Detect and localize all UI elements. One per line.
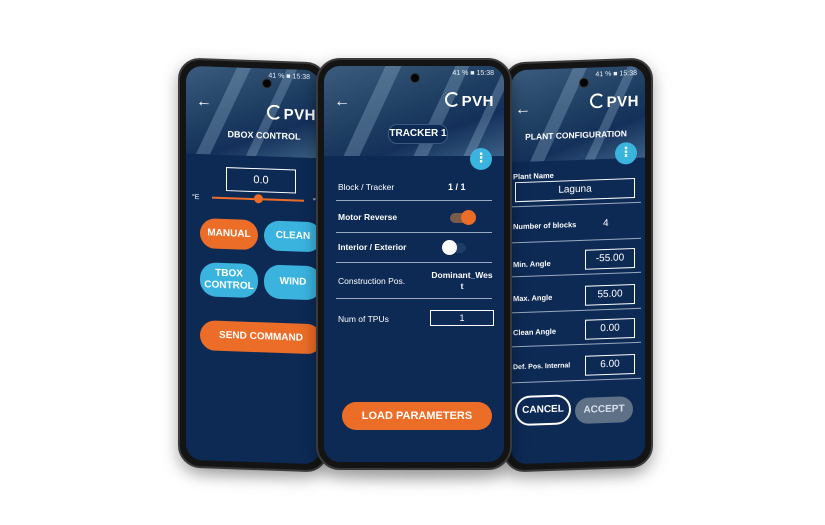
- angle-input[interactable]: 0.0: [226, 167, 296, 194]
- status-bar: 41 % ■ 15:38: [268, 72, 310, 81]
- back-arrow-icon[interactable]: ←: [334, 93, 350, 110]
- back-arrow-icon[interactable]: ←: [515, 100, 531, 119]
- toggle-knob: [442, 240, 457, 255]
- cancel-button[interactable]: CANCEL: [515, 394, 571, 427]
- wind-button[interactable]: WIND: [264, 264, 320, 301]
- accept-button[interactable]: ACCEPT: [575, 396, 633, 425]
- num-tpus-input[interactable]: 1: [430, 310, 494, 326]
- angle-slider-thumb[interactable]: [254, 194, 263, 204]
- kebab-menu-icon[interactable]: ⋮: [470, 148, 492, 170]
- left-phone: 41 % ■ 15:38 ← PVH DBOX CONTROL 0.0 °E °…: [178, 57, 328, 473]
- max-angle-label: Max. Angle: [513, 292, 553, 304]
- manual-button[interactable]: MANUAL: [200, 218, 258, 251]
- clean-button[interactable]: CLEAN: [264, 220, 320, 253]
- plant-name-label: Plant Name: [513, 170, 554, 182]
- construction-pos-label: Construction Pos.: [338, 276, 406, 286]
- plant-name-input[interactable]: Laguna: [515, 178, 635, 203]
- clean-angle-label: Clean Angle: [513, 326, 557, 338]
- front-camera: [262, 78, 272, 89]
- divider: [336, 262, 492, 263]
- blocks-value: 4: [603, 217, 609, 230]
- divider: [336, 232, 492, 233]
- motor-reverse-label: Motor Reverse: [338, 212, 398, 222]
- max-angle-input[interactable]: 55.00: [585, 284, 635, 306]
- center-phone: 41 % ■ 15:38 ← PVH TRACKER 1 ⋮ Block / T…: [316, 58, 512, 470]
- load-parameters-button[interactable]: LOAD PARAMETERS: [342, 402, 492, 430]
- num-tpus-label: Num of TPUs: [338, 314, 389, 324]
- status-bar: 41 % ■ 15:38: [595, 69, 637, 79]
- pvh-logo: PVH: [266, 104, 316, 124]
- min-angle-label: Min. Angle: [513, 258, 551, 270]
- construction-pos-value: Dominant_West: [431, 270, 493, 291]
- right-screen: 41 % ■ 15:38 ← PVH PLANT CONFIGURATION ⋮…: [511, 65, 645, 465]
- interior-exterior-label: Interior / Exterior: [338, 242, 407, 252]
- divider: [336, 200, 492, 201]
- left-screen: 41 % ■ 15:38 ← PVH DBOX CONTROL 0.0 °E °…: [186, 65, 320, 465]
- clean-angle-input[interactable]: 0.00: [585, 318, 635, 340]
- def-pos-input[interactable]: 6.00: [585, 354, 635, 376]
- divider: [336, 298, 492, 299]
- right-phone: 41 % ■ 15:38 ← PVH PLANT CONFIGURATION ⋮…: [503, 57, 653, 473]
- min-angle-input[interactable]: -55.00: [585, 248, 635, 270]
- block-tracker-label: Block / Tracker: [338, 182, 395, 192]
- pvh-logo: PVH: [444, 92, 494, 110]
- screen-title: TRACKER 1: [388, 124, 448, 144]
- toggle-knob: [461, 210, 476, 225]
- status-bar: 41 % ■ 15:38: [452, 70, 494, 77]
- motor-reverse-toggle[interactable]: [450, 210, 476, 225]
- send-command-button[interactable]: SEND COMMAND: [200, 320, 320, 355]
- block-tracker-value: 1 / 1: [448, 182, 466, 192]
- front-camera: [410, 73, 420, 83]
- pvh-logo: PVH: [589, 92, 639, 112]
- slider-east-label: °E: [192, 193, 200, 202]
- center-screen: 41 % ■ 15:38 ← PVH TRACKER 1 ⋮ Block / T…: [324, 66, 504, 462]
- back-arrow-icon[interactable]: ←: [196, 93, 212, 111]
- interior-exterior-toggle[interactable]: [442, 240, 466, 255]
- tbox-control-button[interactable]: TBOX CONTROL: [200, 262, 258, 299]
